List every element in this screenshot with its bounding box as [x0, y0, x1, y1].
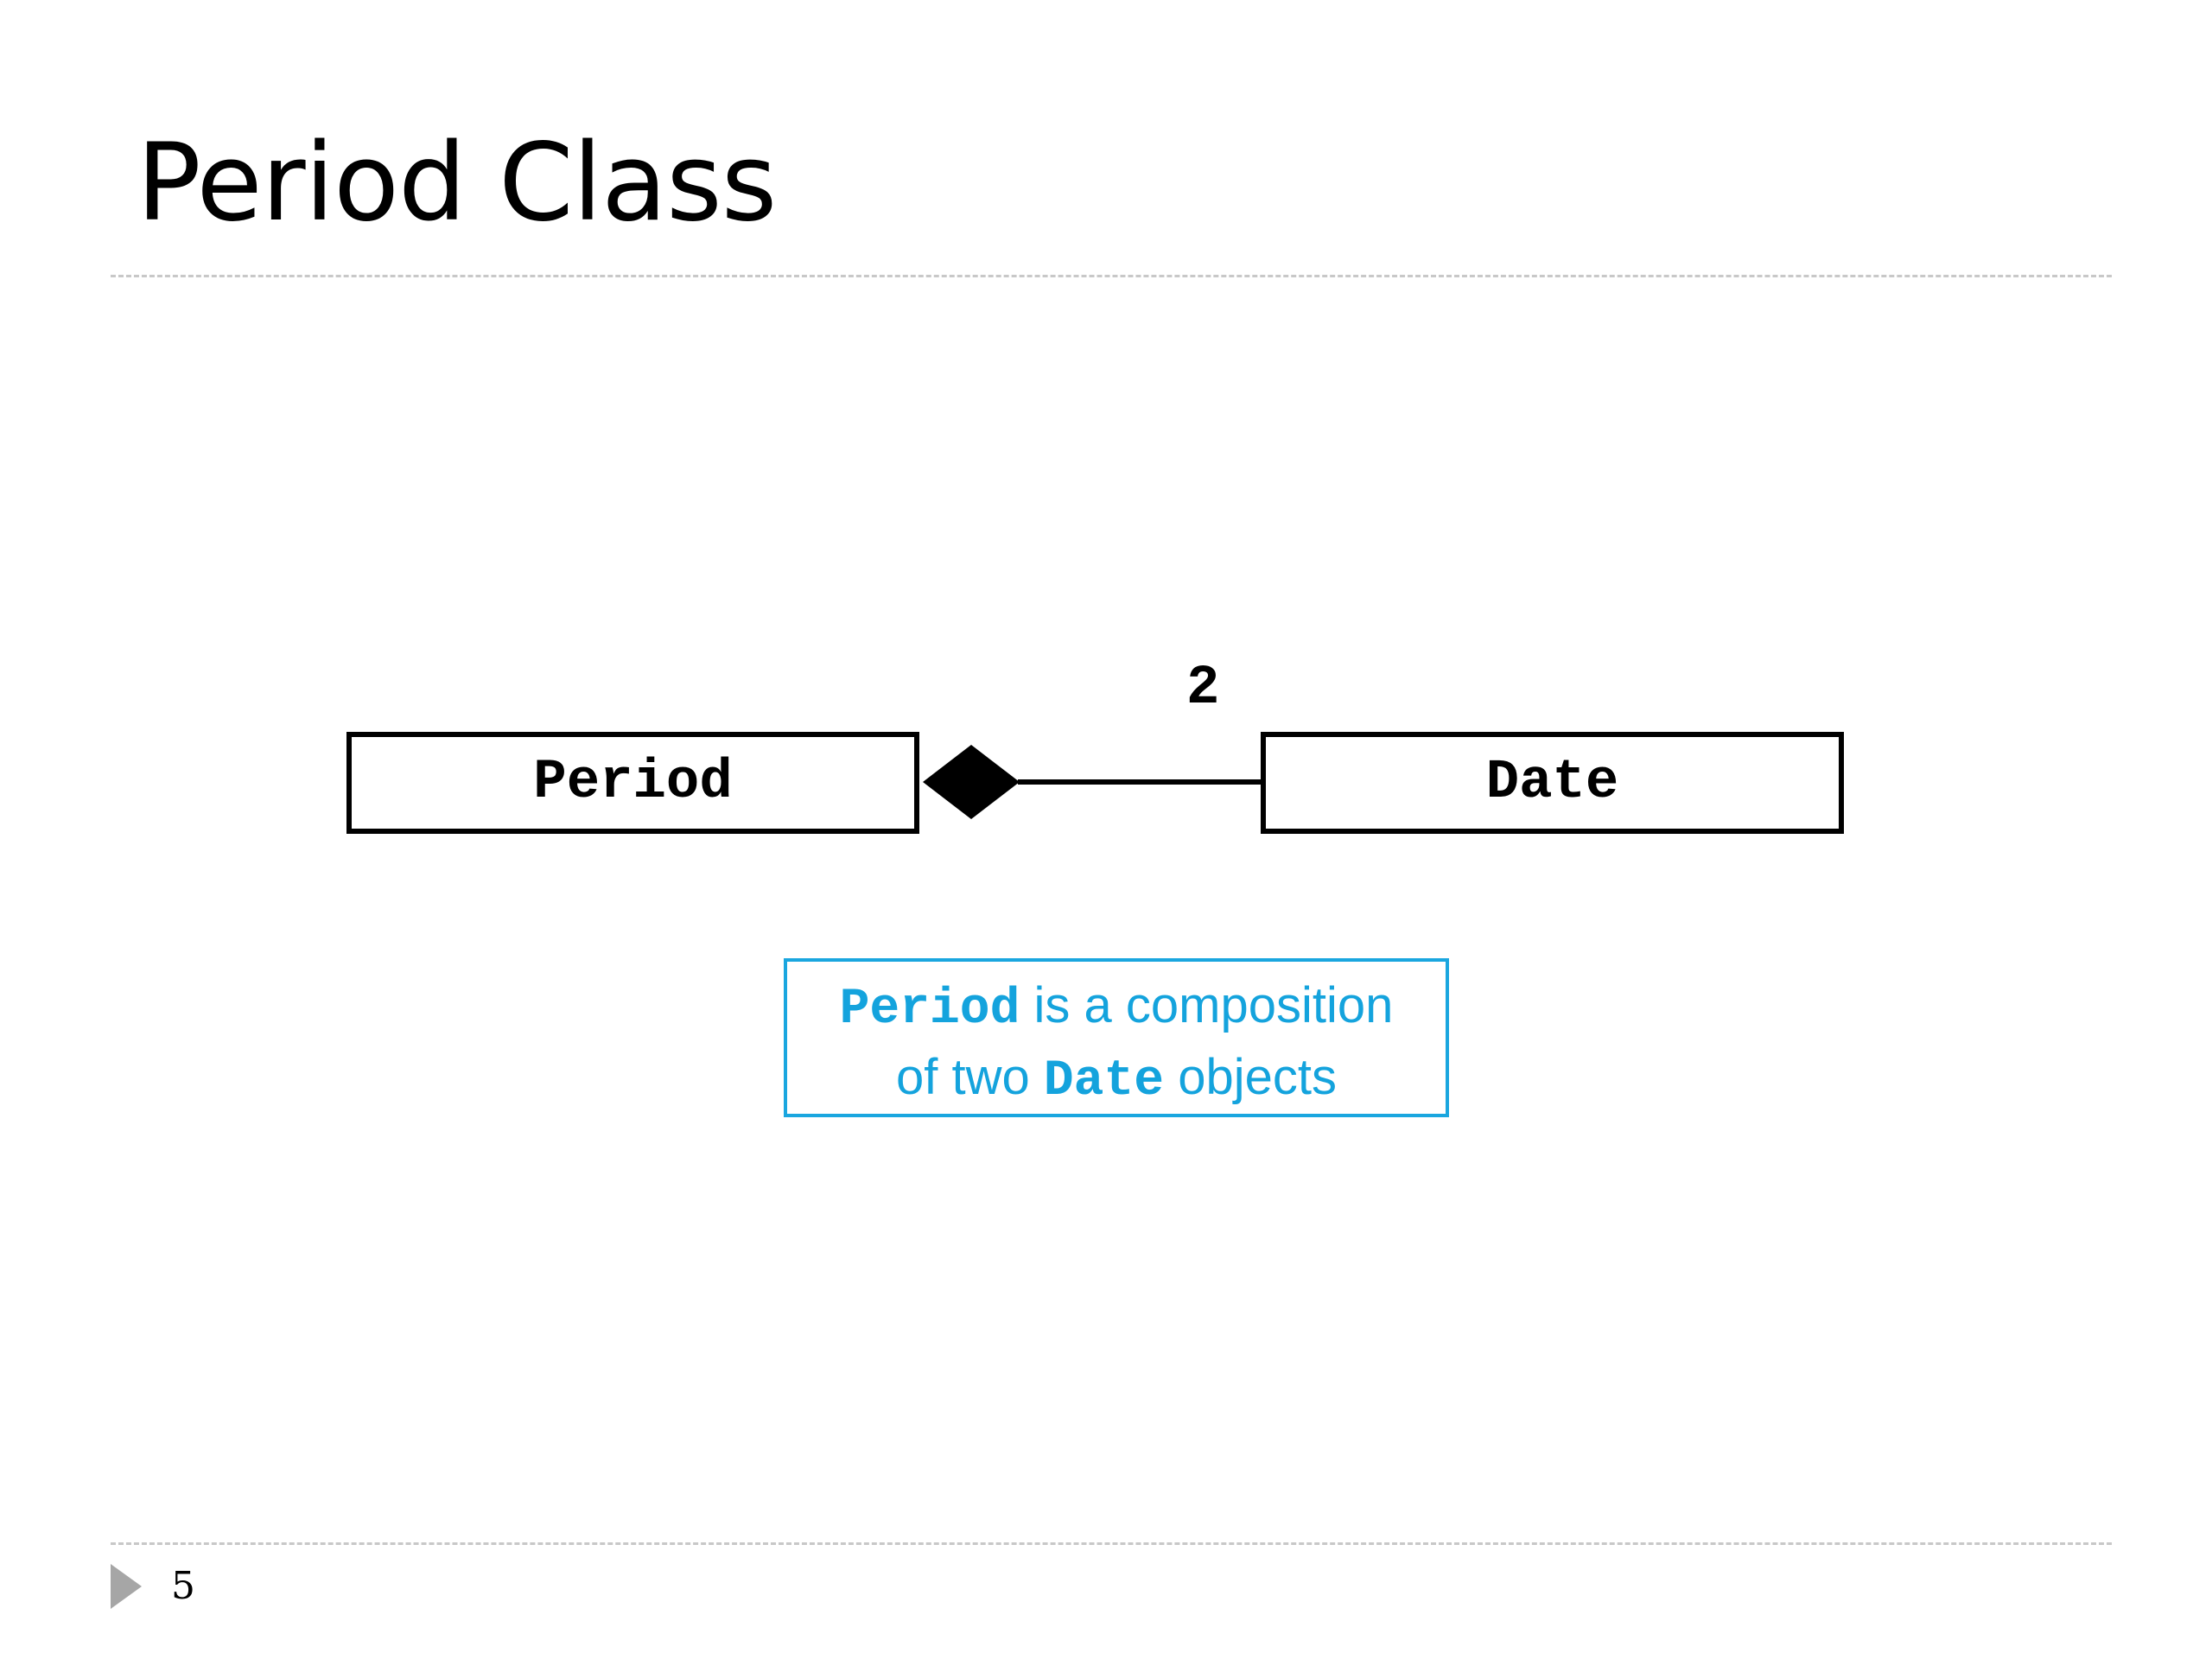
- period-class-box: Period: [346, 732, 919, 834]
- note-line-1: Period is a composition: [787, 972, 1446, 1044]
- date-class-box: Date: [1261, 732, 1844, 834]
- footer-divider: [111, 1542, 2112, 1545]
- multiplicity-label: 2: [1186, 658, 1220, 720]
- title-divider: [111, 275, 2112, 277]
- note-line-2: of two Date objects: [787, 1044, 1446, 1116]
- date-class-label: Date: [1485, 752, 1619, 814]
- note-date-code: Date: [1043, 1053, 1165, 1109]
- composition-connector: [923, 745, 1266, 819]
- triangle-right-icon: [111, 1564, 142, 1609]
- note-period-code: Period: [839, 982, 1020, 1038]
- composition-note: Period is a composition of two Date obje…: [784, 958, 1449, 1117]
- composition-diamond-icon: [923, 745, 1020, 819]
- page-number: 5: [171, 1564, 195, 1608]
- note-line-2-before: of two: [896, 1049, 1044, 1105]
- note-line-2-after: objects: [1164, 1049, 1337, 1105]
- note-line-1-text: is a composition: [1020, 977, 1394, 1033]
- period-class-label: Period: [533, 752, 733, 814]
- slide-title: Period Class: [137, 121, 777, 245]
